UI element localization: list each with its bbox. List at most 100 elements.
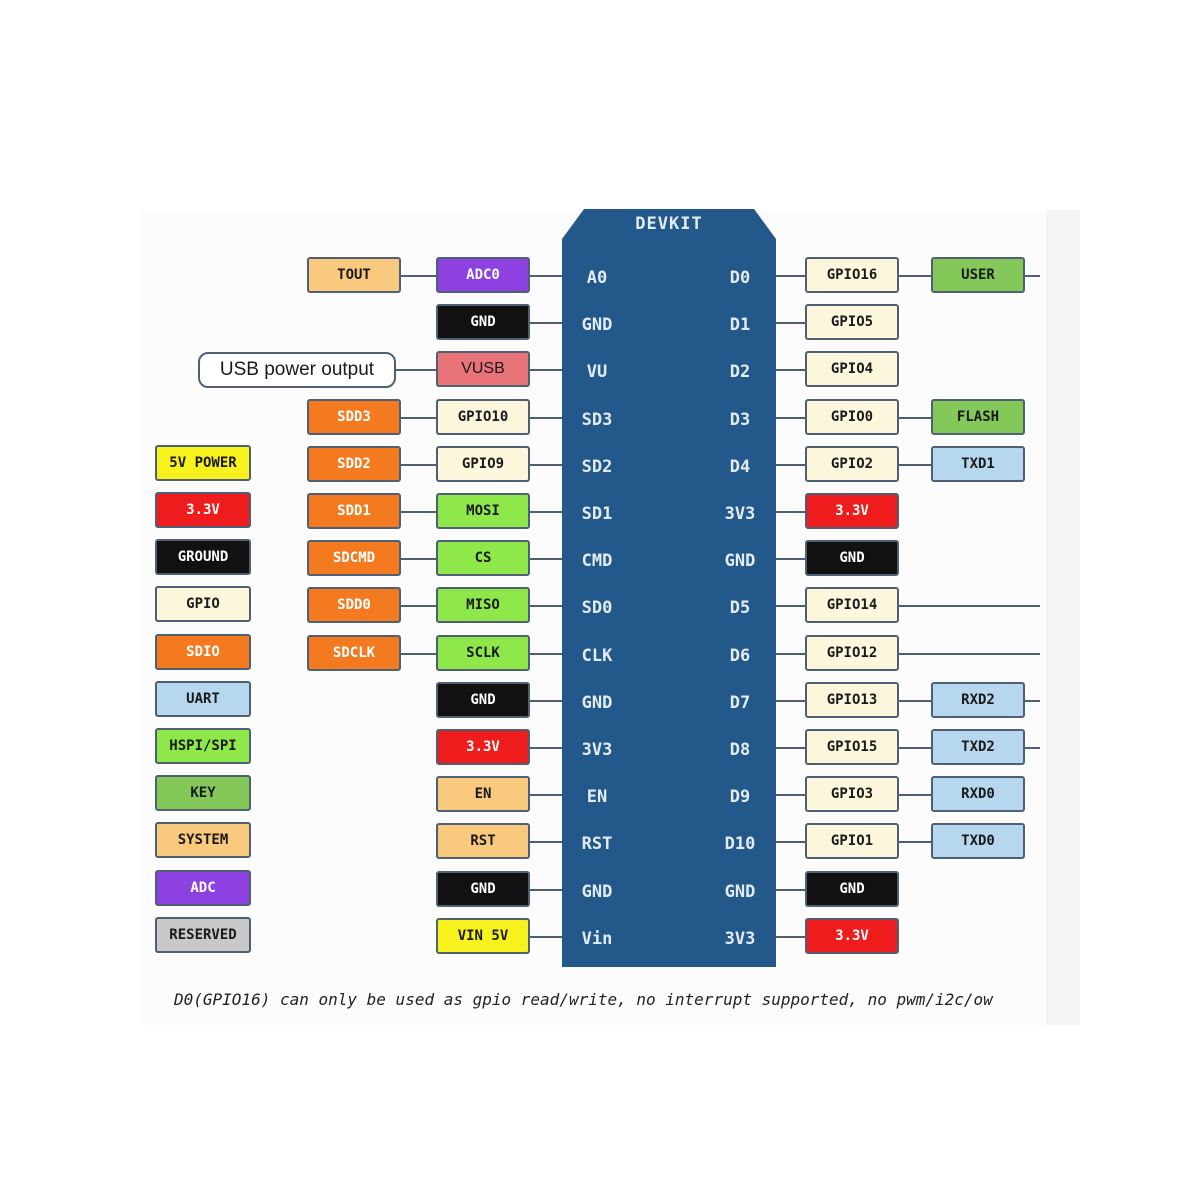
connector-right-inner-14 [775,935,805,938]
left-inner-vin-5v-text: VIN 5V [457,927,509,944]
board-pin-right-d1: D1 [729,315,751,336]
right-outer-rxd2: RXD2 [931,681,1025,718]
connector-right-outer-10 [899,747,931,749]
connector-right-inner-6 [775,558,805,561]
right-outer-txd1-text: TXD1 [961,455,995,472]
left-outer-sdclk-text: SDCLK [332,644,376,661]
right-outer-flash-text: FLASH [956,408,1000,425]
board-title: DEVKIT [635,214,703,234]
right-inner-gpio15-text: GPIO15 [826,739,878,755]
left-inner-gpio9-text: GPIO9 [461,455,505,472]
board-pin-right-d8: D8 [729,740,751,760]
legend-key: KEY [155,775,251,812]
right-inner-3-3v: 3.3V [805,493,899,529]
connector-right-outer-0 [899,275,931,277]
left-inner-gnd-text: GND [470,880,496,897]
connector-trailing-8 [899,652,1040,655]
legend-3-3v: 3.3V [155,492,251,528]
legend-reserved-text: RESERVED [169,926,237,943]
connector-right-outer-11 [899,794,931,797]
legend-adc: ADC [155,869,251,906]
right-outer-txd1: TXD1 [931,445,1025,482]
connector-trailing-7 [899,605,1040,608]
legend-uart-text: UART [186,690,220,707]
legend-system-text: SYSTEM [177,832,229,849]
connector-right-outer-12 [899,841,931,844]
left-inner-en: EN [436,776,530,813]
right-inner-gnd: GND [805,540,899,577]
right-outer-user-text: USER [961,267,995,283]
connector-right-inner-12 [775,841,805,844]
right-inner-gnd: GND [805,870,899,907]
board-pin-right-gnd: GND [724,551,756,572]
left-inner-gnd-text: GND [470,691,496,708]
board-pin-right-d10: D10 [724,834,756,855]
left-outer-sdd2: SDD2 [307,445,401,482]
legend-ground-text: GROUND [177,549,229,566]
board-pin-right-3v3: 3V3 [724,504,756,524]
connector-left-outer-3 [401,416,436,419]
right-inner-3-3v-text: 3.3V [835,503,869,519]
right-inner-gpio2-text: GPIO2 [830,455,874,472]
left-outer-sdd0: SDD0 [307,587,401,624]
right-outer-rxd0: RXD0 [931,776,1025,813]
right-outer-txd0-text: TXD0 [961,833,995,850]
left-inner-gpio9: GPIO9 [436,445,530,482]
left-inner-gnd: GND [436,304,530,341]
board-pin-right-d5: D5 [729,598,751,619]
legend-hspi-spi-text: HSPI/SPI [169,738,237,754]
right-inner-gnd-text: GND [839,880,865,897]
connector-left-inner-5 [530,511,563,513]
connector-left-inner-3 [530,416,563,419]
connector-left-outer-8 [401,652,436,655]
legend-key-text: KEY [190,785,216,802]
left-outer-sdcmd: SDCMD [307,540,401,577]
board-pin-left-vu: VU [586,362,608,383]
right-inner-gpio0-text: GPIO0 [830,408,874,425]
right-outer-rxd2-text: RXD2 [961,691,995,708]
board-pin-left-clk: CLK [581,645,613,666]
left-inner-vusb-text: VUSB [461,360,505,378]
board-pin-right-d2: D2 [729,362,751,383]
board-pin-left-cmd: CMD [581,551,613,572]
board-pin-right-d6: D6 [729,645,751,666]
right-inner-gpio15: GPIO15 [805,729,899,765]
connector-right-inner-9 [775,699,805,702]
connector-left-inner-2 [530,369,563,372]
right-inner-gpio2: GPIO2 [805,445,899,482]
left-inner-gnd: GND [436,870,530,907]
connector-right-inner-5 [775,511,805,513]
legend-uart: UART [155,680,251,717]
left-inner-3-3v-text: 3.3V [466,739,500,755]
right-outer-txd2-text: TXD2 [961,739,995,755]
left-outer-sdd0-text: SDD0 [337,597,371,614]
footnote: D0(GPIO16) can only be used as gpio read… [174,990,993,1009]
left-inner-sclk-text: SCLK [466,644,500,661]
left-inner-mosi-text: MOSI [466,503,500,519]
connector-right-inner-2 [775,369,805,372]
board-pin-left-gnd: GND [581,315,613,336]
left-inner-3-3v: 3.3V [436,729,530,765]
left-inner-en-text: EN [474,786,492,803]
connector-right-inner-10 [775,747,805,749]
left-inner-cs-text: CS [474,550,492,567]
left-outer-sdd3-text: SDD3 [337,408,371,425]
legend-sdio: SDIO [155,633,251,670]
left-outer-sdd1-text: SDD1 [337,503,371,519]
connector-left-outer-5 [401,511,436,513]
connector-left-inner-13 [530,888,563,891]
board-pin-left-sd0: SD0 [581,598,613,619]
left-outer-sdd3: SDD3 [307,398,401,435]
connector-right-inner-4 [775,463,805,466]
board-pin-left-en: EN [586,787,608,808]
connector-right-inner-11 [775,794,805,797]
board-pin-left-sd1: SD1 [581,504,613,524]
legend-gpio-text: GPIO [186,596,220,613]
connector-trailing-9 [1025,699,1040,702]
right-inner-gpio3: GPIO3 [805,776,899,813]
board-pin-right-d7: D7 [729,692,751,713]
right-inner-gpio16-text: GPIO16 [826,267,878,283]
connector-right-inner-0 [775,275,805,277]
legend-sdio-text: SDIO [186,643,220,660]
left-inner-cs: CS [436,540,530,577]
